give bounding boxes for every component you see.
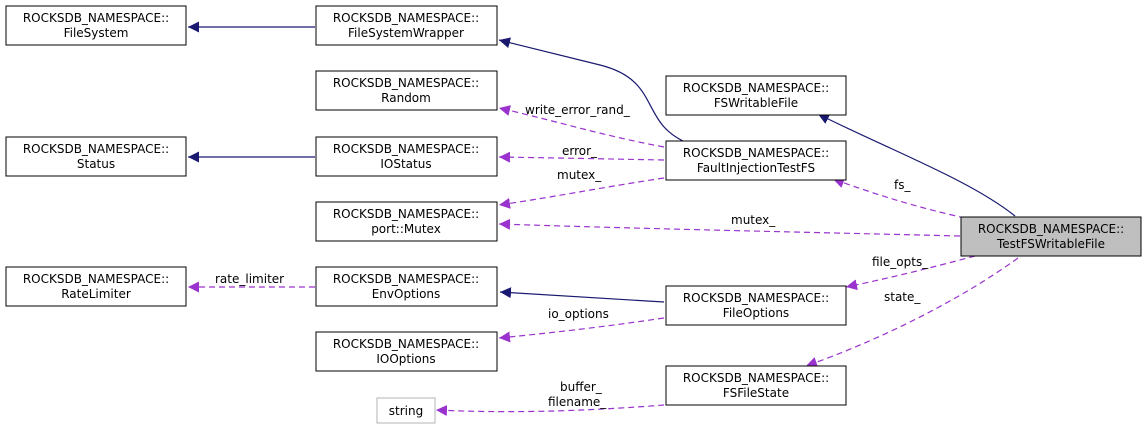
edge-faultinjectiontestfs-uses-random [498,105,665,148]
node-status-name: Status [77,157,115,171]
node-random-name: Random [381,91,431,105]
node-fswritablefile[interactable]: ROCKSDB_NAMESPACE:: FSWritableFile [665,75,847,116]
edge-label-mutex-fault: mutex_ [557,168,602,182]
edge-fsfilestate-uses-string [435,404,665,417]
edge-label-buffer: buffer_ [560,380,603,394]
edge-label-filename: filename_ [548,395,607,409]
node-filesystem-name: FileSystem [64,26,129,40]
node-envoptions-namespace: ROCKSDB_NAMESPACE:: [333,272,479,286]
edge-label-state: state_ [884,290,921,304]
node-iostatus-namespace: ROCKSDB_NAMESPACE:: [333,142,479,156]
node-mutex-namespace: ROCKSDB_NAMESPACE:: [333,207,479,221]
node-string-name: string [389,404,423,418]
node-fsfilestate[interactable]: ROCKSDB_NAMESPACE:: FSFileState [665,365,847,406]
edge-label-error: error_ [562,144,598,158]
edge-label-write-error-rand: write_error_rand_ [525,103,631,117]
node-envoptions-name: EnvOptions [372,287,441,301]
node-testfswritablefile-name: TestFSWritableFile [996,237,1105,251]
node-filesystem-namespace: ROCKSDB_NAMESPACE:: [23,11,169,25]
node-filesystemwrapper-namespace: ROCKSDB_NAMESPACE:: [333,11,479,25]
node-filesystemwrapper-name: FileSystemWrapper [348,26,464,40]
node-fileoptions-name: FileOptions [723,306,789,320]
node-faultinjectiontestfs-namespace: ROCKSDB_NAMESPACE:: [683,146,829,160]
node-string[interactable]: string [376,397,436,424]
node-envoptions[interactable]: ROCKSDB_NAMESPACE:: EnvOptions [315,266,498,307]
node-iooptions-name: IOOptions [376,352,435,366]
node-iooptions-namespace: ROCKSDB_NAMESPACE:: [333,337,479,351]
edge-testfswritablefile-uses-mutex [498,218,961,237]
node-faultinjectiontestfs-name: FaultInjectionTestFS [697,161,815,175]
edge-label-fs: fs_ [894,178,911,192]
node-faultinjectiontestfs[interactable]: ROCKSDB_NAMESPACE:: FaultInjectionTestFS [665,140,847,181]
node-iostatus[interactable]: ROCKSDB_NAMESPACE:: IOStatus [315,136,498,177]
node-fileoptions-namespace: ROCKSDB_NAMESPACE:: [683,291,829,305]
node-status-namespace: ROCKSDB_NAMESPACE:: [23,142,169,156]
node-mutex-name: port::Mutex [371,222,441,236]
edge-label-mutex-test: mutex_ [731,213,776,227]
node-mutex[interactable]: ROCKSDB_NAMESPACE:: port::Mutex [315,201,498,242]
node-fsfilestate-name: FSFileState [723,386,789,400]
edge-testfswritablefile-uses-faultinjectiontestfs [832,177,966,219]
node-random[interactable]: ROCKSDB_NAMESPACE:: Random [315,70,498,111]
edge-faultinjectiontestfs-uses-iostatus [498,151,665,163]
edge-label-io-options: io_options [548,307,609,321]
edge-testfswritablefile-to-fswritablefile [817,113,1016,217]
node-iooptions[interactable]: ROCKSDB_NAMESPACE:: IOOptions [315,331,498,372]
node-fswritablefile-name: FSWritableFile [714,96,798,110]
edge-faultinjectiontestfs-to-filesystemwrapper [498,37,684,142]
edge-label-rate-limiter: rate_limiter [215,272,284,286]
node-iostatus-name: IOStatus [380,157,431,171]
edge-fileoptions-to-envoptions [499,287,665,303]
node-random-namespace: ROCKSDB_NAMESPACE:: [333,76,479,90]
node-filesystemwrapper[interactable]: ROCKSDB_NAMESPACE:: FileSystemWrapper [315,5,498,46]
node-filesystem[interactable]: ROCKSDB_NAMESPACE:: FileSystem [5,5,187,46]
node-testfswritablefile-namespace: ROCKSDB_NAMESPACE:: [978,222,1124,236]
edge-testfswritablefile-uses-fileoptions [845,255,976,291]
edge-label-file-opts: file_opts_ [872,255,929,269]
node-ratelimiter-name: RateLimiter [61,287,131,301]
node-ratelimiter-namespace: ROCKSDB_NAMESPACE:: [23,272,169,286]
node-fsfilestate-namespace: ROCKSDB_NAMESPACE:: [683,371,829,385]
node-ratelimiter[interactable]: ROCKSDB_NAMESPACE:: RateLimiter [5,266,187,307]
edge-fileoptions-uses-iooptions [498,317,665,343]
node-fswritablefile-namespace: ROCKSDB_NAMESPACE:: [683,81,829,95]
edge-faultinjectiontestfs-uses-mutex [498,177,665,209]
node-fileoptions[interactable]: ROCKSDB_NAMESPACE:: FileOptions [665,285,847,326]
node-testfswritablefile[interactable]: ROCKSDB_NAMESPACE:: TestFSWritableFile [960,216,1142,257]
node-status[interactable]: ROCKSDB_NAMESPACE:: Status [5,136,187,177]
